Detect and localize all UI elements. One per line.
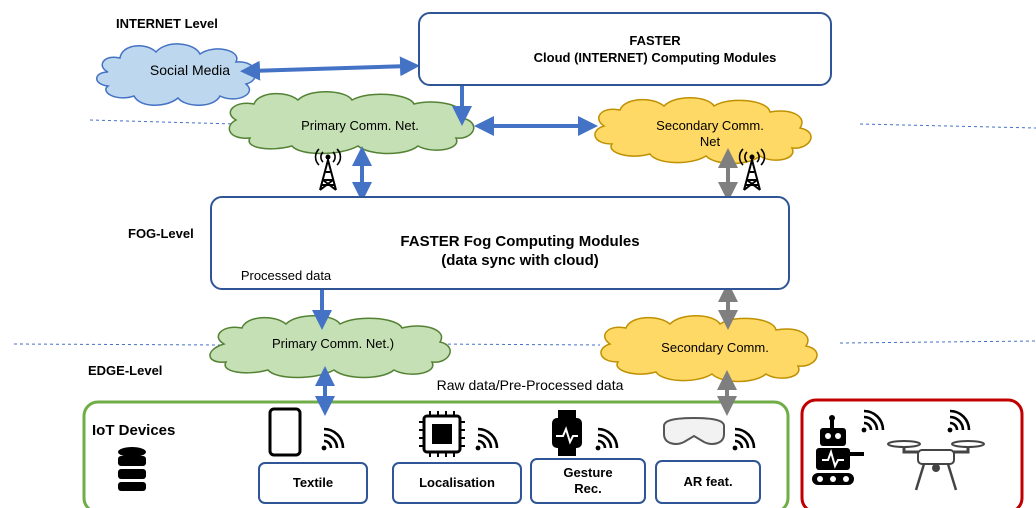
chip-icon — [419, 411, 465, 457]
wifi-icon — [731, 427, 756, 452]
cloud-computing-module — [418, 12, 832, 86]
device-ar-feat: AR feat. — [655, 460, 761, 504]
social-media-label: Social Media — [149, 62, 231, 78]
drone-icon — [887, 440, 985, 491]
cloud-module-title: FASTER Cloud (INTERNET) Computing Module… — [480, 32, 830, 66]
wifi-icon — [320, 427, 345, 452]
fog-computing-module — [210, 196, 790, 290]
primary-comm-cloud-top — [228, 91, 475, 155]
fog-module-line2: (data sync with cloud) — [441, 252, 599, 269]
level-divider — [89, 119, 236, 125]
level-divider — [839, 340, 1036, 344]
primary-comm-cloud-bottom — [209, 315, 451, 379]
primary-comm-label-top: Primary Comm. Net. — [301, 118, 419, 133]
secondary-comm-line2: Net — [699, 134, 721, 149]
smartwatch-icon — [552, 410, 582, 456]
robot-icon — [812, 415, 864, 485]
edge-level-label: EDGE-Level — [88, 363, 163, 378]
raw-data-label: Raw data/Pre-Processed data — [436, 377, 624, 393]
secondary-comm-label-top: Secondary Comm. Net — [620, 118, 800, 150]
wifi-icon — [860, 409, 885, 434]
level-divider — [429, 343, 601, 346]
device-textile: Textile — [258, 462, 368, 504]
secondary-comm-cloud-top — [594, 97, 812, 165]
wifi-icon — [474, 427, 499, 452]
fog-module-title: FASTER Fog Computing Modules (data sync … — [340, 232, 700, 270]
cloud-module-line1: FASTER — [629, 33, 681, 48]
social-media-cloud — [96, 43, 257, 106]
secondary-comm-cloud-bottom — [600, 315, 818, 383]
robots-drones-container — [800, 398, 1024, 508]
wifi-icon — [594, 427, 619, 452]
device-gesture-rec: Gesture Rec. — [530, 458, 646, 504]
primary-comm-label-bottom: Primary Comm. Net.) — [271, 336, 395, 351]
fog-module-line1: FASTER Fog Computing Modules — [400, 233, 640, 250]
level-divider — [859, 123, 1036, 129]
antenna-tower-icon — [314, 148, 342, 191]
level-divider — [13, 343, 221, 346]
iot-devices-container — [82, 400, 790, 508]
database-icon — [118, 447, 146, 491]
processed-data-label: Processed data — [240, 268, 332, 283]
ar-glasses-icon — [663, 416, 725, 445]
fog-level-label: FOG-Level — [128, 226, 194, 241]
secondary-comm-line1: Secondary Comm. — [656, 118, 764, 133]
secondary-comm-label-bottom: Secondary Comm. — [661, 340, 769, 355]
arrow-social-cloud — [240, 56, 420, 81]
device-localisation: Localisation — [392, 462, 522, 504]
wifi-icon — [946, 409, 971, 434]
iot-devices-title: IoT Devices — [92, 422, 176, 439]
tablet-icon — [268, 407, 302, 457]
cloud-module-line2: Cloud (INTERNET) Computing Modules — [533, 50, 777, 65]
internet-level-label: INTERNET Level — [116, 16, 218, 31]
